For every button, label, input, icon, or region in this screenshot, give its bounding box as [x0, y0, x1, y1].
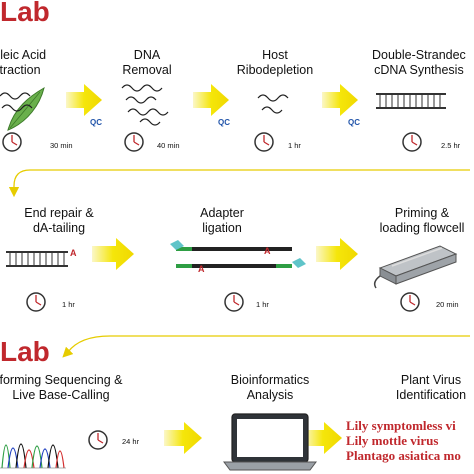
time-label: 20 min [436, 300, 459, 309]
step-bioinformatics-label: Bioinformatics Analysis [220, 373, 320, 403]
step-label-line1: Double-Strandec [372, 48, 466, 62]
step-host-ribodepletion-label: Host Ribodepletion [230, 48, 320, 78]
clock-icon [124, 132, 144, 152]
step-label-line1: Adapter [200, 206, 244, 220]
chromatogram-icon [0, 443, 66, 469]
step-label-line2: Identification [395, 388, 467, 402]
flow-arrow [92, 238, 134, 270]
step-priming-loading-label: Priming & loading flowcell [372, 206, 472, 236]
flow-arrow [304, 422, 342, 454]
end-repaired-dna-icon: A [6, 248, 77, 267]
wet-lab-title: Lab [0, 0, 50, 27]
flow-arrow [316, 238, 358, 270]
step-label-line1: Plant Virus [400, 373, 462, 387]
svg-text:A: A [70, 248, 77, 258]
step-dna-removal-label: DNA Removal [112, 48, 182, 78]
clock-icon [402, 132, 422, 152]
step-label-line2: ligation [202, 221, 242, 235]
laptop-icon [223, 413, 317, 471]
step-ds-cdna-synthesis-label: Double-Strandec cDNA Synthesis [372, 48, 466, 78]
flow-arrow [66, 84, 102, 116]
dry-lab-title: Lab [0, 336, 50, 367]
qc-label: QC [348, 118, 360, 127]
step-adapter-ligation-label: Adapter ligation [192, 206, 252, 236]
row-connector-arrow [62, 335, 470, 358]
clock-icon [26, 292, 46, 312]
step-label-line2: dA-tailing [32, 221, 86, 235]
time-label: 30 min [50, 141, 73, 150]
step-label-line2: Analysis [246, 388, 294, 402]
time-label: 24 hr [122, 437, 140, 446]
step-label-line1: forming Sequencing & [0, 373, 123, 387]
svg-text:A: A [264, 246, 271, 256]
step-label-line1: End repair & [24, 206, 94, 220]
flowcell-device-icon [373, 245, 458, 289]
rna-strand-icon [257, 94, 289, 114]
step-label-line2: Ribodepletion [236, 63, 314, 77]
step-label-line2: Live Base-Calling [12, 388, 110, 402]
step-label-line1: Host [262, 48, 288, 62]
time-label: 1 hr [62, 300, 75, 309]
rna-strand-icon [121, 84, 169, 126]
time-label: 40 min [157, 141, 180, 150]
clock-icon [2, 132, 22, 152]
virus-list: Lily symptomless vi Lily mottle virus Pl… [346, 418, 474, 463]
rna-strand-icon [0, 92, 33, 112]
step-end-repair-label: End repair & dA-tailing [14, 206, 104, 236]
flow-arrow [164, 422, 202, 454]
step-label-line2: traction [0, 63, 41, 77]
clock-icon [254, 132, 274, 152]
step-label-line2: cDNA Synthesis [374, 63, 464, 77]
svg-text:A: A [198, 264, 205, 274]
flow-arrow [322, 84, 358, 116]
double-strand-cdna-icon [376, 93, 446, 109]
adapter-ligation-icon: A A [170, 240, 306, 274]
step-label-line1: Priming & [394, 206, 450, 220]
virus-name: Plantago asiatica mo [346, 448, 461, 463]
step-label-line1: cleic Acid [0, 48, 47, 62]
step-label-line1: Bioinformatics [230, 373, 310, 387]
qc-label: QC [218, 118, 230, 127]
clock-icon [88, 430, 108, 450]
clock-icon [400, 292, 420, 312]
step-nucleic-acid-extraction-label: cleic Acid traction [0, 48, 46, 78]
time-label: 1 hr [288, 141, 301, 150]
virus-name: Lily mottle virus [346, 433, 439, 448]
step-label-line1: DNA [133, 48, 161, 62]
step-sequencing-label: forming Sequencing & Live Base-Calling [0, 373, 126, 403]
step-label-line2: loading flowcell [379, 221, 465, 235]
qc-label: QC [90, 118, 102, 127]
time-label: 2.5 hr [441, 141, 461, 150]
time-label: 1 hr [256, 300, 269, 309]
step-virus-identification-label: Plant Virus Identification [388, 373, 474, 403]
clock-icon [224, 292, 244, 312]
step-label-line2: Removal [122, 63, 172, 77]
leaf-icon [7, 86, 45, 131]
row-connector-arrow [8, 169, 470, 198]
virus-name: Lily symptomless vi [346, 418, 456, 433]
flow-arrow [193, 84, 229, 116]
